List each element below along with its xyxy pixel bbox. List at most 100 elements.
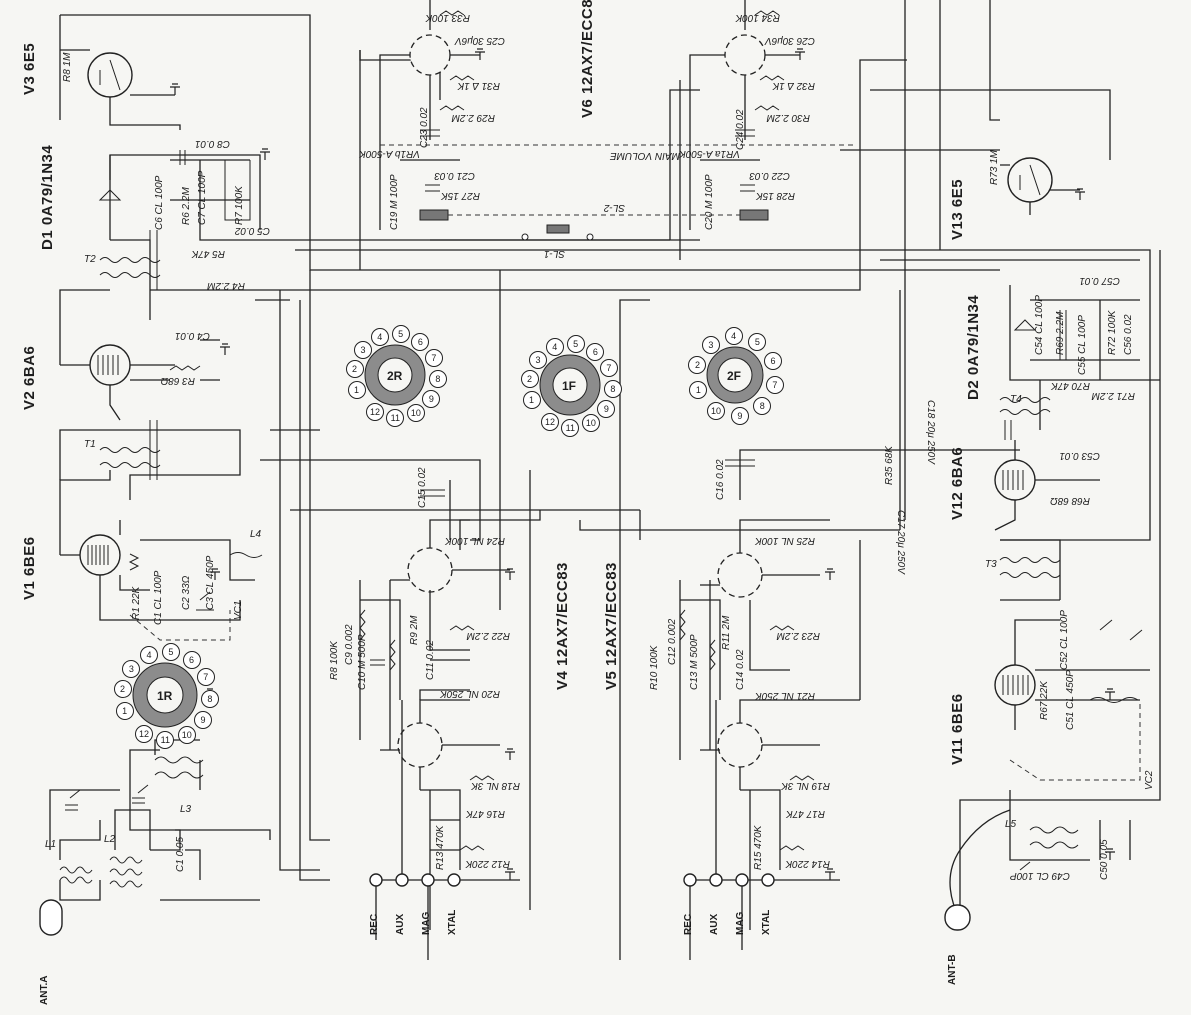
part-l2: L2 <box>104 834 116 845</box>
part-c53: C53 0.01 <box>1059 450 1100 461</box>
part-c26: C26 30μ6V <box>765 35 815 46</box>
part-c19: C19 M 100P <box>389 174 400 230</box>
switch-contact: 1 <box>522 391 541 410</box>
part-c16: C16 0.02 <box>715 459 726 500</box>
switch-contact: 5 <box>391 325 410 344</box>
left-rf-section <box>49 49 271 901</box>
part-c5: C5 0.02 <box>234 225 270 236</box>
switch-contact: 8 <box>200 689 219 708</box>
switch-contact: 2 <box>113 680 132 699</box>
part-r28: R28 15K <box>756 190 795 201</box>
v5-section <box>679 449 1020 960</box>
label-vr1: VR1b A-500K <box>359 148 420 159</box>
switch-contact: 11 <box>386 408 405 427</box>
part-c18: C18 20μ 250V <box>925 400 936 464</box>
part-r10: R10 100K <box>649 645 660 690</box>
part-r8b: R8 100K <box>329 641 340 680</box>
switch-contact: 3 <box>122 659 141 678</box>
part-c15: C15 0.02 <box>417 467 428 508</box>
switch-contact: 2 <box>345 360 364 379</box>
switch-contact: 1 <box>347 381 366 400</box>
part-r67: R67 22K <box>1039 681 1050 720</box>
switch-contact: 7 <box>196 668 215 687</box>
ground-symbols <box>170 48 1115 880</box>
label-v6: V6 12AX7/ECC83 <box>579 0 596 118</box>
v4-section <box>359 480 520 960</box>
part-r13: R13 470K <box>435 825 446 870</box>
switch-contact: 2 <box>520 370 539 389</box>
part-r34: R34 100K <box>735 12 780 23</box>
part-c52: C52 CL 100P <box>1059 610 1070 670</box>
switch-contact: 7 <box>424 348 443 367</box>
part-c2: C2 33Ω <box>181 575 192 610</box>
part-r68: R68 68Ω <box>1050 495 1090 506</box>
part-c13: C13 M 500P <box>689 634 700 690</box>
part-r72: R72 100K <box>1107 310 1118 355</box>
label-wafer-2f: 2F <box>727 369 742 383</box>
label-in-right-xtal: XTAL <box>761 909 772 935</box>
label-in-right-rec: REC <box>683 913 694 935</box>
part-r30: R30 2.2M <box>766 112 810 123</box>
v6-section <box>379 0 855 241</box>
switch-contact: 4 <box>370 328 389 347</box>
label-vr2: VR1a A-500K <box>679 148 740 159</box>
part-c12: C12 0.002 <box>667 618 678 665</box>
part-t4: T4 <box>1010 394 1022 405</box>
part-c3: C3 CL 450P <box>205 555 216 610</box>
part-c11: C11 0.02 <box>425 640 436 680</box>
part-c9: C9 0.002 <box>344 624 355 665</box>
part-r73: R73 1M <box>989 149 1000 185</box>
part-c56: C56 0.02 <box>1123 314 1134 355</box>
wafer-2f <box>706 346 764 404</box>
part-t2: T2 <box>84 254 96 265</box>
part-t1: T1 <box>84 439 96 450</box>
switch-contact: 12 <box>135 725 153 744</box>
switch-contact: 10 <box>707 401 725 420</box>
part-r3: R3 68Ω <box>160 375 195 386</box>
part-c49: C49 CL 100P <box>1010 870 1070 881</box>
part-r15: R15 470K <box>753 825 764 870</box>
switch-contact: 4 <box>140 646 158 665</box>
part-c25: C25 30μ6V <box>455 35 505 46</box>
label-ant-a: ANT.A <box>39 975 50 1005</box>
switch-contact: 8 <box>428 369 447 388</box>
part-l5: L5 <box>1005 819 1017 830</box>
switch-contact: 7 <box>765 376 784 395</box>
label-in-left-xtal: XTAL <box>447 909 458 935</box>
part-c50: C50 0.05 <box>1099 839 1110 880</box>
part-c22: C22 0.03 <box>749 170 790 181</box>
part-r29: R29 2.2M <box>451 112 495 123</box>
part-r71: R71 2.2M <box>1091 390 1135 401</box>
switch-contact: 4 <box>724 327 743 346</box>
part-r32: R32 Δ 1K <box>772 80 815 91</box>
label-main-volume: MAIN VOLUME <box>609 150 680 161</box>
part-r19: R19 NL 3K <box>781 780 830 791</box>
part-r23: R23 2.2M <box>776 630 820 641</box>
switch-contact: 2 <box>688 356 707 375</box>
part-c20: C20 M 100P <box>704 174 715 230</box>
part-r24: R24 NL 100K <box>445 535 505 546</box>
label-vc2: VC2 <box>1144 770 1155 790</box>
part-c57: C57 0.01 <box>1079 275 1120 286</box>
label-vc1: VC1 <box>233 600 244 620</box>
switch-contact: 11 <box>561 418 580 437</box>
label-v2: V2 6BA6 <box>21 345 38 410</box>
label-v3: V3 6E5 <box>21 42 38 95</box>
label-d2: D2 0A79/1N34 <box>965 294 982 400</box>
switch-contact: 12 <box>366 403 384 422</box>
part-c24: C24 0.02 <box>735 109 746 150</box>
part-c17: C17 20μ 250V <box>895 510 906 574</box>
switch-contact: 1 <box>689 380 708 399</box>
label-in-left-mag: MAG <box>421 911 432 935</box>
switch-contact: 6 <box>586 342 605 361</box>
part-r11: R11 2M <box>721 615 732 650</box>
part-r35: R35 68K <box>884 446 895 485</box>
switch-contact: 3 <box>528 351 547 370</box>
ant-a-terminal <box>39 899 63 936</box>
switch-contact: 12 <box>541 413 559 432</box>
part-r27: R27 15K <box>441 190 480 201</box>
wafer-2r <box>364 344 426 406</box>
part-r4: R4 2.2M <box>207 280 245 291</box>
label-in-right-mag: MAG <box>735 911 746 935</box>
